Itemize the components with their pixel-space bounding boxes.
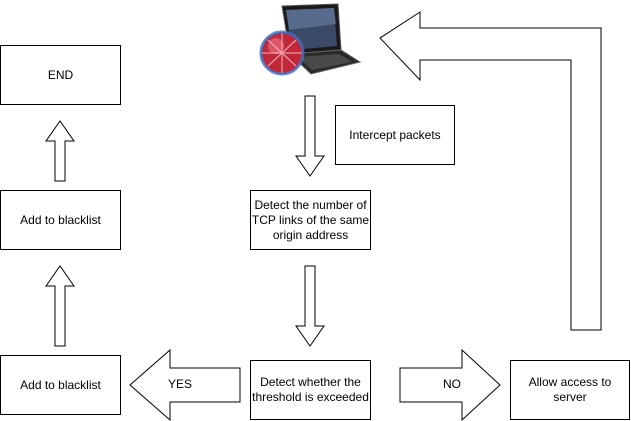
yes-edge-label: YES — [167, 377, 192, 391]
allow-access-node: Allow access to server — [510, 360, 630, 420]
detect-tcp-links-node: Detect the number of TCP links of the sa… — [250, 190, 371, 250]
allow-access-label: Allow access to server — [528, 375, 612, 404]
add-to-blacklist-lower-label: Add to blacklist — [20, 377, 101, 392]
end-node-label: END — [47, 67, 74, 82]
arrow-no — [399, 348, 501, 421]
laptop-with-virus-icon — [259, 3, 362, 76]
end-node: END — [0, 45, 121, 105]
add-to-blacklist-upper-node: Add to blacklist — [0, 190, 121, 250]
arrow-up-1 — [45, 265, 75, 347]
no-edge-label: NO — [443, 377, 461, 391]
arrow-down-1 — [295, 95, 325, 177]
add-to-blacklist-upper-label: Add to blacklist — [20, 212, 101, 227]
intercept-packets-node: Intercept packets — [335, 105, 455, 165]
detect-tcp-links-label: Detect the number of TCP links of the sa… — [251, 197, 370, 242]
arrow-down-2 — [295, 265, 325, 347]
arrow-yes — [129, 348, 241, 421]
arrow-up-2 — [45, 120, 75, 182]
detect-threshold-label: Detect whether the threshold is exceeded — [252, 375, 369, 404]
arrow-return — [379, 11, 602, 331]
detect-threshold-node: Detect whether the threshold is exceeded — [250, 360, 371, 420]
intercept-packets-label: Intercept packets — [349, 127, 441, 142]
add-to-blacklist-lower-node: Add to blacklist — [0, 355, 121, 415]
